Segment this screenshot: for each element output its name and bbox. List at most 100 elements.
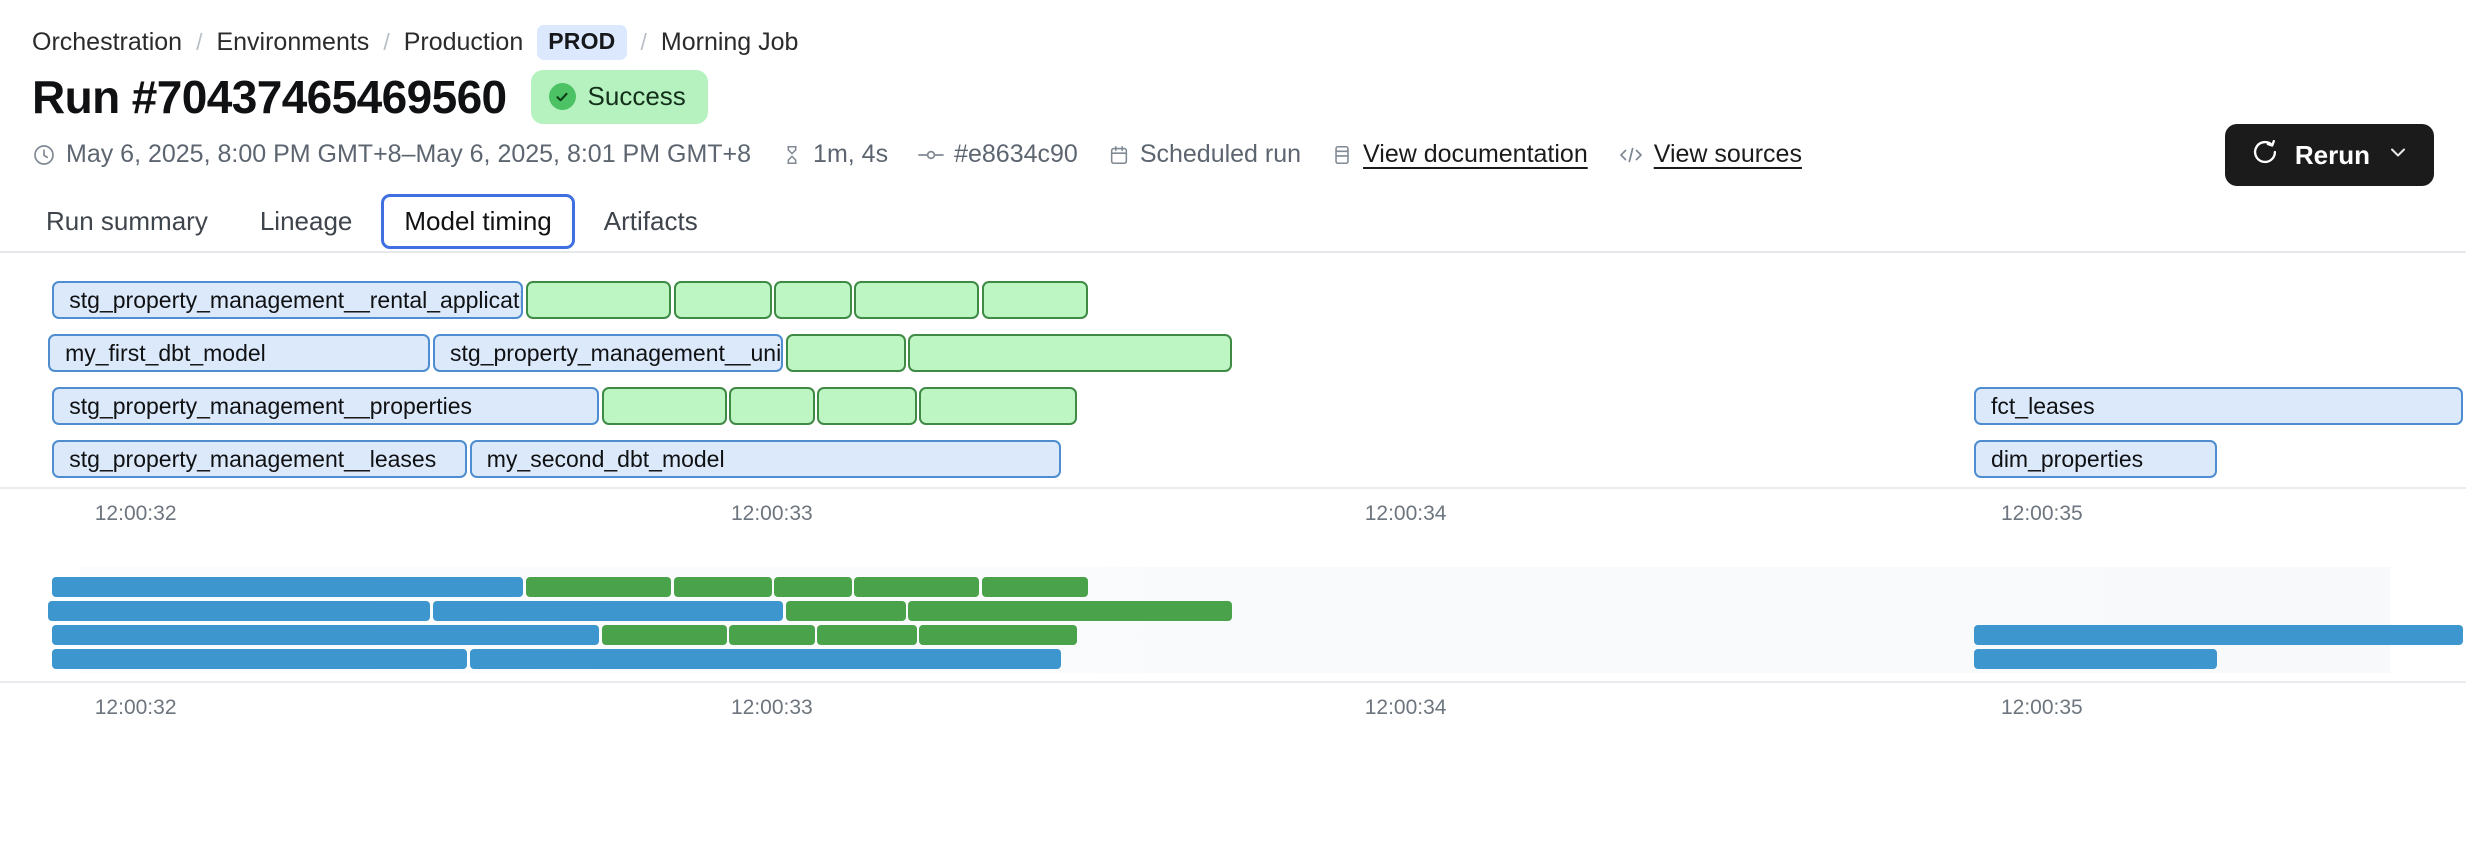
overview-bar[interactable] bbox=[728, 625, 815, 645]
overview-bar[interactable] bbox=[52, 625, 600, 645]
overview-bar[interactable] bbox=[919, 625, 1078, 645]
meta-sources[interactable]: View sources bbox=[1618, 140, 1802, 169]
status-badge: Success bbox=[530, 70, 708, 124]
overview-bar[interactable] bbox=[907, 601, 1232, 621]
breadcrumb-separator: / bbox=[196, 28, 203, 55]
gantt-bar-my_first_dbt_model[interactable]: my_first_dbt_model bbox=[48, 334, 431, 372]
overview-bar[interactable] bbox=[525, 577, 672, 597]
meta-timerange-text: May 6, 2025, 8:00 PM GMT+8–May 6, 2025, … bbox=[66, 140, 752, 168]
clock-icon bbox=[32, 143, 56, 167]
check-icon bbox=[548, 83, 576, 110]
calendar-icon bbox=[1108, 144, 1130, 166]
overview-bar[interactable] bbox=[785, 601, 906, 621]
book-icon bbox=[1331, 144, 1353, 166]
gantt-bar-test[interactable] bbox=[673, 281, 772, 319]
tab-run-summary[interactable]: Run summary bbox=[46, 205, 208, 236]
meta-documentation[interactable]: View documentation bbox=[1331, 140, 1588, 169]
overview-bar[interactable] bbox=[601, 625, 727, 645]
gantt-bar-dim_properties[interactable]: dim_properties bbox=[1974, 440, 2217, 478]
gantt-bar-test[interactable] bbox=[774, 281, 853, 319]
gantt-bar-test[interactable] bbox=[919, 387, 1078, 425]
overview-bar[interactable] bbox=[469, 649, 1062, 669]
page-header: Run #70437465469560 Success bbox=[0, 56, 2466, 124]
gantt-bar-test[interactable] bbox=[525, 281, 672, 319]
gantt-bar-test[interactable] bbox=[907, 334, 1232, 372]
tab-lineage[interactable]: Lineage bbox=[259, 205, 353, 236]
overview-bar[interactable] bbox=[1974, 625, 2464, 645]
meta-sources-link[interactable]: View sources bbox=[1653, 140, 1802, 168]
meta-timerange: May 6, 2025, 8:00 PM GMT+8–May 6, 2025, … bbox=[32, 140, 751, 169]
page-title: Run #70437465469560 bbox=[32, 71, 507, 123]
overview-bar[interactable] bbox=[52, 577, 524, 597]
rerun-button[interactable]: Rerun bbox=[2224, 124, 2434, 186]
axis-tick-label: 12:00:35 bbox=[2000, 696, 2083, 719]
gantt-bar-stg_property_management__rental_applications[interactable]: stg_property_management__rental_applicat… bbox=[52, 281, 524, 319]
breadcrumb-item-orchestration[interactable]: Orchestration bbox=[32, 27, 183, 56]
gantt-bar-stg_property_management__properties[interactable]: stg_property_management__properties bbox=[52, 387, 600, 425]
refresh-icon bbox=[2251, 138, 2279, 173]
overview-bar[interactable] bbox=[816, 625, 918, 645]
overview-bar[interactable] bbox=[433, 601, 784, 621]
gantt-row: stg_property_management__rental_applicat… bbox=[0, 281, 2466, 319]
meta-commit-text: #e8634c90 bbox=[954, 140, 1078, 168]
gantt-bar-test[interactable] bbox=[854, 281, 980, 319]
tab-artifacts[interactable]: Artifacts bbox=[603, 205, 698, 236]
hourglass-icon bbox=[781, 144, 803, 166]
meta-duration-text: 1m, 4s bbox=[813, 140, 889, 168]
meta-commit: #e8634c90 bbox=[918, 140, 1078, 169]
overview-rows[interactable] bbox=[0, 577, 2466, 673]
axis-tick-label: 12:00:33 bbox=[730, 502, 813, 525]
chevron-down-icon[interactable] bbox=[2386, 140, 2410, 171]
overview-bar[interactable] bbox=[774, 577, 853, 597]
gantt-rows: stg_property_management__rental_applicat… bbox=[0, 281, 2466, 479]
overview-bar[interactable] bbox=[48, 601, 431, 621]
gantt-bar-test[interactable] bbox=[728, 387, 815, 425]
meta-duration: 1m, 4s bbox=[781, 140, 888, 169]
meta-trigger-text: Scheduled run bbox=[1139, 140, 1302, 168]
gantt-bar-test[interactable] bbox=[601, 387, 727, 425]
status-badge-label: Success bbox=[587, 81, 686, 111]
gantt-row: stg_property_management__properties fct_l… bbox=[0, 387, 2466, 425]
axis-tick-label: 12:00:33 bbox=[730, 696, 813, 719]
gantt-bar-test[interactable] bbox=[785, 334, 906, 372]
gantt-bar-stg_property_management__leases[interactable]: stg_property_management__leases bbox=[52, 440, 468, 478]
axis-tick-label: 12:00:32 bbox=[94, 502, 177, 525]
overview-row[interactable] bbox=[0, 601, 2466, 621]
rerun-button-label: Rerun bbox=[2294, 139, 2370, 170]
axis-tick-label: 12:00:35 bbox=[2000, 502, 2083, 525]
overview-bar[interactable] bbox=[673, 577, 772, 597]
gantt-bar-stg_property_management__units[interactable]: stg_property_management__units bbox=[433, 334, 784, 372]
breadcrumb-item-environments[interactable]: Environments bbox=[216, 27, 370, 56]
overview-row[interactable] bbox=[0, 625, 2466, 645]
breadcrumb: Orchestration / Environments / Productio… bbox=[0, 0, 2466, 60]
breadcrumb-badge-prod: PROD bbox=[537, 24, 627, 60]
run-metadata: May 6, 2025, 8:00 PM GMT+8–May 6, 2025, … bbox=[0, 124, 2466, 169]
overview-bar[interactable] bbox=[1974, 649, 2217, 669]
breadcrumb-separator: / bbox=[383, 28, 390, 55]
overview-bar[interactable] bbox=[52, 649, 468, 669]
overview-row[interactable] bbox=[0, 577, 2466, 597]
code-icon bbox=[1618, 144, 1644, 166]
breadcrumb-item-morning-job[interactable]: Morning Job bbox=[660, 27, 799, 56]
axis-tick-label: 12:00:34 bbox=[1364, 696, 1447, 719]
overview-row[interactable] bbox=[0, 649, 2466, 669]
overview-bar[interactable] bbox=[854, 577, 980, 597]
meta-documentation-link[interactable]: View documentation bbox=[1363, 140, 1588, 168]
gantt-time-axis: 12:00:32 12:00:33 12:00:34 12:00:35 bbox=[0, 487, 2466, 533]
git-commit-icon bbox=[918, 145, 944, 165]
overview-bar[interactable] bbox=[981, 577, 1088, 597]
breadcrumb-separator: / bbox=[640, 28, 647, 55]
breadcrumb-item-production[interactable]: Production bbox=[403, 27, 524, 56]
tab-model-timing[interactable]: Model timing bbox=[381, 193, 575, 249]
gantt-bar-test[interactable] bbox=[981, 281, 1088, 319]
model-timing-detail-chart: stg_property_management__rental_applicat… bbox=[0, 281, 2466, 533]
gantt-bar-fct_leases[interactable]: fct_leases bbox=[1974, 387, 2464, 425]
gantt-bar-my_second_dbt_model[interactable]: my_second_dbt_model bbox=[469, 440, 1062, 478]
tab-bar: Run summary Lineage Model timing Artifac… bbox=[0, 191, 2466, 253]
axis-tick-label: 12:00:34 bbox=[1364, 502, 1447, 525]
gantt-bar-test[interactable] bbox=[816, 387, 918, 425]
